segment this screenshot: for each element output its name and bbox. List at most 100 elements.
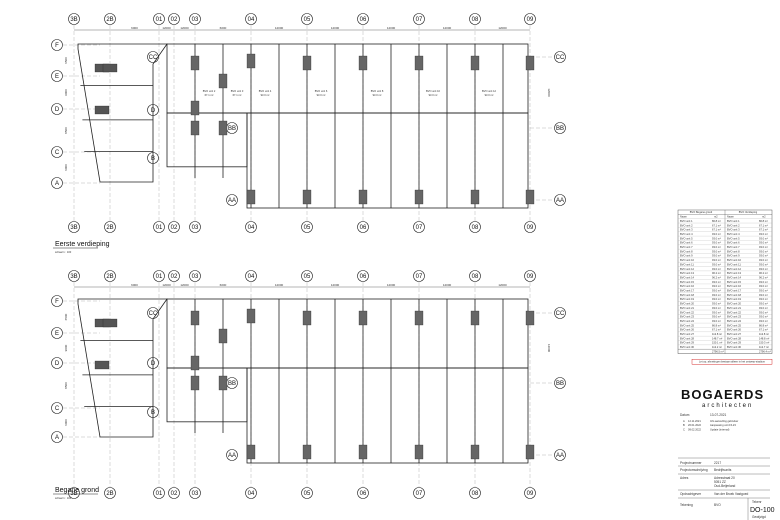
tb-client: Van der Broek Vastgoed [714, 492, 748, 496]
table-cell: BVO unit 10 [727, 258, 742, 262]
table-cell: BVO unit 8 [727, 249, 740, 253]
col-bubble-3B-upper-bot-label: 3B [70, 225, 77, 231]
col-bubble-3B-upper-bot [68, 221, 80, 233]
table-cell: 96.2 m² [759, 271, 768, 275]
row-marker-right-AA-upper-label: AA [556, 198, 564, 204]
col-bubble-06-upper-top-label: 06 [360, 17, 367, 23]
col-bubble-05-lower-top-label: 05 [304, 274, 311, 280]
unit-area-label: 93.0 m² [373, 93, 382, 97]
dim-label-right: 12000 [547, 88, 551, 97]
dim-label: 12000 [443, 26, 452, 30]
table-sub-2: m2 [714, 215, 718, 219]
row-marker-right-BB-lower-label: BB [556, 381, 564, 387]
dim-label-left: 8500 [64, 127, 68, 134]
col-bubble-02-lower-top-label: 02 [171, 274, 178, 280]
table-cell: BVO unit 3 [680, 228, 693, 232]
table-cell: 93.0 m² [712, 267, 721, 271]
col-bubble-08-upper-top-label: 08 [472, 17, 479, 23]
table-cell: 93.0 m² [759, 302, 768, 306]
stair-core [414, 444, 424, 460]
unit-name-label: BVO unit 6 [315, 89, 328, 93]
table-cell: 93.0 m² [712, 306, 721, 310]
col-bubble-05-upper-top [301, 13, 313, 25]
col-bubble-2B-upper-top-label: 2B [106, 17, 113, 23]
table-cell: BVO unit 28 [727, 336, 742, 340]
col-bubble-07-upper-bot [413, 221, 425, 233]
col-bubble-07-upper-top-label: 07 [416, 17, 423, 23]
stair-core [302, 189, 312, 205]
unit-name-label: BVO unit 2 [203, 89, 216, 93]
dim-label-right: 12000 [547, 344, 551, 353]
dim-label-left: 6500 [64, 313, 68, 320]
table-cell: BVO unit 18 [727, 293, 742, 297]
dim-label: 12000 [275, 283, 284, 287]
table-cell: BVO unit 9 [680, 254, 693, 258]
table-cell: 93.0 m² [759, 319, 768, 323]
tb-addr1: Adresstraat 20 [714, 476, 735, 480]
row-marker-AA-lower-label: AA [228, 453, 236, 459]
col-bubble-3B-lower-top [68, 270, 80, 282]
floor-title-upper: Eerste verdieping [55, 241, 110, 248]
table-cell: BVO unit 5 [727, 236, 740, 240]
col-bubble-09-upper-top [524, 13, 536, 25]
table-cell: 93.0 m² [712, 315, 721, 319]
row-marker-right-CC-upper-label: CC [556, 55, 565, 61]
tb-projname: Bedrijfsunits [714, 468, 732, 472]
tb-projname-label: Projectomschrijving [680, 468, 708, 472]
table-cell: BVO unit 16 [680, 284, 695, 288]
row-bubble-F-lower [51, 295, 63, 307]
table-cell: BVO unit 13 [727, 271, 742, 275]
tb-addr3: Oud-Beijerland [714, 484, 735, 488]
col-bubble-01-lower-bot-label: 01 [156, 491, 163, 497]
table-cell: BVO unit 19 [727, 297, 742, 301]
stair-core [302, 55, 312, 71]
tb-sheet: DO-100 [750, 507, 775, 514]
table-cell: 93.0 m² [759, 293, 768, 297]
stair-core [414, 55, 424, 71]
tb-rev-desc: Update (internal) [710, 427, 729, 431]
stair-core [190, 355, 200, 371]
table-cell: BVO unit 25 [727, 323, 742, 327]
dim-label: 12000 [331, 26, 340, 30]
col-bubble-03-upper-top-label: 03 [192, 17, 199, 23]
row-marker-right-CC-upper [554, 51, 566, 63]
col-bubble-09-upper-bot [524, 221, 536, 233]
table-cell: BVO unit 20 [680, 302, 695, 306]
stair-left [102, 63, 118, 73]
tb-rev-date: 09.02.2022 [688, 427, 702, 431]
col-bubble-2B-lower-bot [104, 487, 116, 499]
col-bubble-07-lower-top-label: 07 [416, 274, 423, 280]
stair-core [525, 310, 535, 326]
row-marker-AA-upper [226, 194, 238, 206]
col-bubble-05-lower-bot-label: 05 [304, 491, 311, 497]
table-cell: BVO unit 23 [680, 315, 695, 319]
tb-drawing: BVO [714, 503, 721, 507]
dim-label: 12000 [331, 283, 340, 287]
table-cell: 93.0 m² [759, 258, 768, 262]
col-bubble-03-upper-bot [189, 221, 201, 233]
row-marker-AA-lower [226, 449, 238, 461]
unit-area-label: 67.1 m² [233, 93, 242, 97]
col-bubble-07-lower-bot [413, 487, 425, 499]
col-bubble-08-upper-bot-label: 08 [472, 225, 479, 231]
col-bubble-2B-lower-top-label: 2B [106, 274, 113, 280]
table-cell: 86.8 m² [712, 323, 721, 327]
col-bubble-08-lower-top [469, 270, 481, 282]
row-marker-right-BB-upper-label: BB [556, 126, 564, 132]
dim-label: 12000 [162, 26, 171, 30]
row-bubble-D-upper [51, 103, 63, 115]
table-cell: 93.0 m² [712, 245, 721, 249]
table-cell: BVO unit 30 [727, 345, 742, 349]
table-total-left: 2796.5 m² [712, 349, 724, 353]
table-cell: 150.3 m² [759, 341, 769, 345]
col-bubble-01-upper-top [153, 13, 165, 25]
row-marker-BB-upper-label: BB [228, 126, 236, 132]
table-cell: 93.0 m² [712, 280, 721, 284]
stair-core [525, 189, 535, 205]
col-bubble-04-lower-top-label: 04 [248, 274, 255, 280]
company-logo: BOGAERDS [681, 387, 764, 402]
col-bubble-06-upper-top [357, 13, 369, 25]
table-cell: BVO unit 8 [680, 249, 693, 253]
